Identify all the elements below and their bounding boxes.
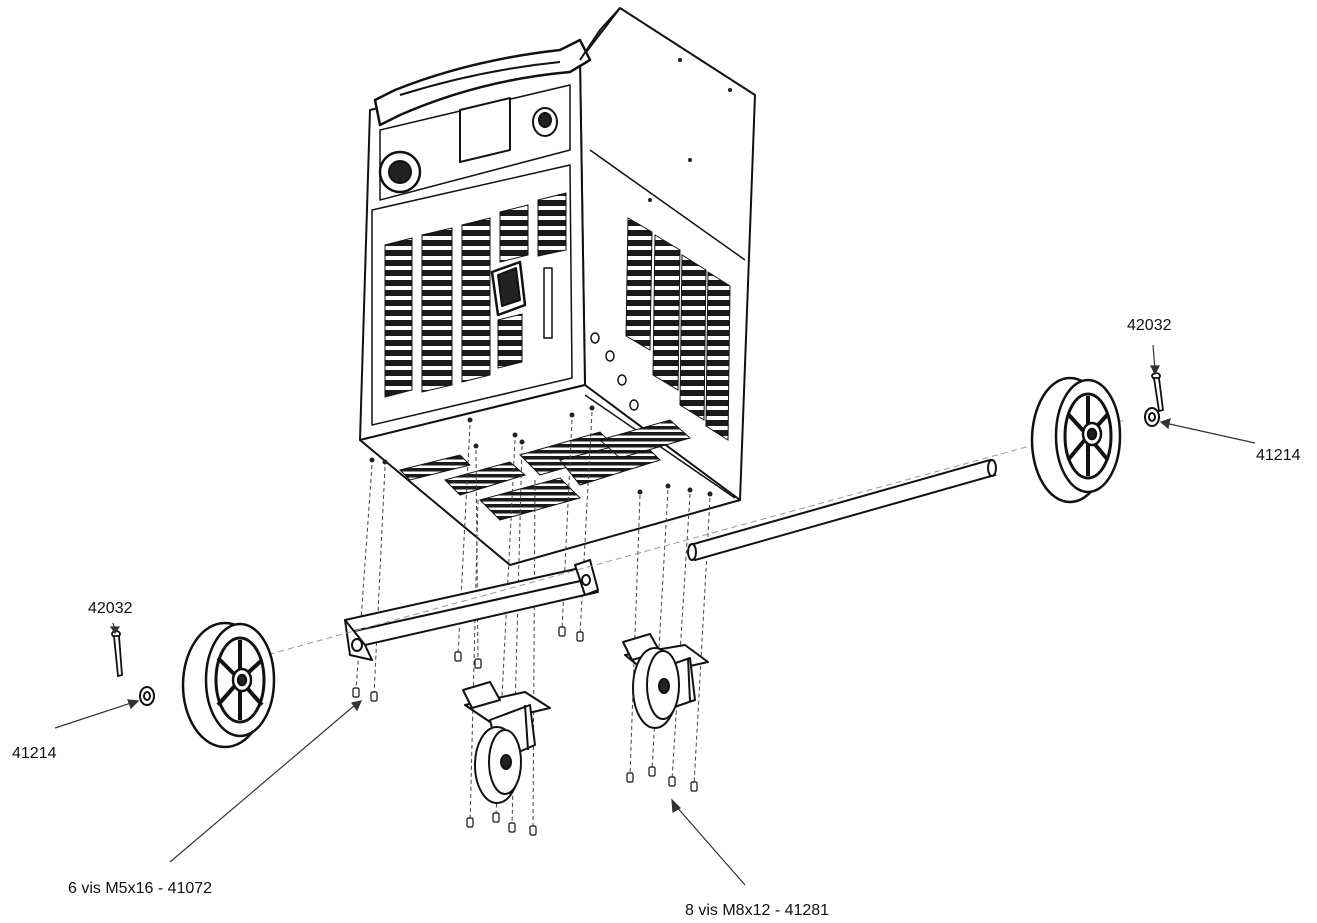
label-screws-m5: 6 vis M5x16 - 41072: [68, 880, 213, 897]
gas-connector: [532, 107, 558, 137]
leader-lines: [54, 344, 1256, 886]
control-knob: [378, 150, 422, 194]
cabinet-screw-holes: [369, 30, 732, 497]
swivel-caster-left: [462, 681, 551, 804]
side-ventilation-grille: [625, 217, 731, 441]
swivel-caster-right: [622, 633, 709, 729]
display-window: [459, 97, 511, 163]
label-washer-left: 41214: [12, 745, 57, 762]
right-washer: [1144, 407, 1160, 427]
right-wheel: [1030, 376, 1122, 504]
label-screws-m8: 8 vis M8x12 - 41281: [685, 902, 830, 919]
screws: [352, 626, 698, 836]
axle: [229, 419, 1126, 666]
left-cotter-pin: [111, 630, 123, 678]
right-cotter-pin: [1151, 372, 1164, 413]
carry-handle: [373, 38, 592, 127]
side-ports: [590, 332, 639, 411]
label-pin-right: 42032: [1127, 317, 1172, 334]
left-wheel: [181, 621, 276, 749]
label-pin-left: 42032: [88, 600, 133, 617]
bottom-ventilation-grille: [399, 419, 692, 521]
left-washer: [139, 686, 155, 706]
label-washer-right: 41214: [1256, 447, 1301, 464]
front-ventilation-grille: [384, 192, 567, 398]
